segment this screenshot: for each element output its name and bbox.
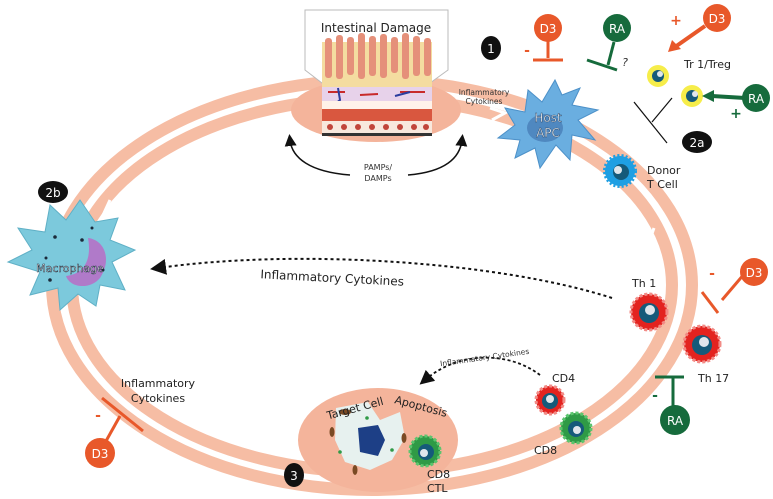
svg-text:+: + bbox=[670, 13, 682, 29]
cd8-ctl-label-1: CD8 bbox=[427, 468, 450, 481]
donor-t-cell-label-2: T Cell bbox=[646, 178, 678, 191]
donor-t-cell bbox=[603, 154, 637, 188]
svg-text:RA: RA bbox=[748, 92, 765, 106]
host-apc-label-1: Host bbox=[534, 111, 562, 125]
svg-text:2b: 2b bbox=[45, 186, 60, 200]
donor-t-cell-label-1: Donor bbox=[647, 164, 681, 177]
step-badge-1: 1 bbox=[481, 36, 501, 60]
cd8-ctl-cell bbox=[408, 434, 442, 468]
pamps-label: PAMPs/ bbox=[364, 163, 393, 172]
svg-text:1: 1 bbox=[487, 42, 495, 56]
step-badge-3: 3 bbox=[284, 463, 304, 487]
macrophage-cell: Macrophage bbox=[6, 199, 137, 312]
svg-text:D3: D3 bbox=[746, 266, 763, 280]
cytokines-to-target-arrow bbox=[419, 356, 541, 385]
inflammatory-cytokines-mid-label: Inflammatory Cytokines bbox=[260, 267, 404, 289]
cytokines-to-macrophage-arrow bbox=[150, 257, 613, 299]
host-apc-cell: Host APC bbox=[496, 78, 600, 170]
th17-label: Th 17 bbox=[697, 372, 729, 385]
inflammatory-cytokines-left-line2: Cytokines bbox=[131, 392, 185, 405]
inflammatory-cytokines-top-line2: Cytokines bbox=[466, 97, 503, 106]
svg-text:+: + bbox=[730, 106, 742, 122]
svg-text:D3: D3 bbox=[540, 22, 557, 36]
treg-cell-2 bbox=[681, 85, 703, 107]
ra-inhibitor-th17: RA - bbox=[652, 375, 690, 435]
intestinal-villi bbox=[325, 33, 431, 79]
svg-text:D3: D3 bbox=[92, 447, 109, 461]
svg-text:3: 3 bbox=[290, 469, 298, 483]
svg-text:-: - bbox=[95, 408, 101, 424]
svg-text:RA: RA bbox=[667, 414, 684, 428]
treg-cell-1 bbox=[647, 65, 669, 87]
svg-text:-: - bbox=[652, 388, 658, 404]
cd8-ctl-label-2: CTL bbox=[427, 482, 448, 495]
inflammatory-cytokines-top-line1: Inflammatory bbox=[459, 88, 510, 97]
th17-cell bbox=[682, 324, 722, 364]
cd8-label: CD8 bbox=[534, 444, 557, 457]
pamps-damps-arrows bbox=[284, 134, 468, 176]
cd4-cell bbox=[534, 384, 566, 416]
damps-label: DAMPs bbox=[364, 174, 391, 183]
svg-text:-: - bbox=[709, 266, 715, 282]
svg-text:D3: D3 bbox=[709, 12, 726, 26]
treg-inhibition-lines bbox=[633, 97, 673, 144]
svg-text:2a: 2a bbox=[690, 136, 705, 150]
d3-inhibitor-apc: D3 - bbox=[524, 14, 563, 62]
d3-inhibitor-macrophage-cytokines: D3 - bbox=[85, 396, 144, 468]
ra-promoter-treg: RA + bbox=[702, 84, 770, 122]
svg-text:RA: RA bbox=[609, 22, 626, 36]
treg-label: Tr 1/Treg bbox=[683, 58, 731, 71]
inflammatory-cytokines-left-line1: Inflammatory bbox=[121, 377, 196, 390]
target-cell-apoptosis bbox=[298, 388, 458, 492]
host-apc-label-2: APC bbox=[536, 126, 560, 140]
ra-inhibitor-apc: RA ? bbox=[586, 14, 631, 72]
th1-label: Th 1 bbox=[631, 277, 656, 290]
svg-text:?: ? bbox=[622, 56, 628, 69]
svg-text:-: - bbox=[524, 43, 530, 59]
macrophage-label: Macrophage bbox=[36, 262, 104, 275]
step-badge-2b: 2b bbox=[38, 181, 68, 203]
intestinal-tissue-block bbox=[291, 33, 461, 142]
intestinal-damage-title: Intestinal Damage bbox=[321, 21, 431, 35]
step-badge-2a: 2a bbox=[682, 131, 712, 153]
cd4-label: CD4 bbox=[552, 372, 575, 385]
d3-inhibitor-th: D3 - bbox=[700, 258, 768, 314]
cd8-cell bbox=[559, 411, 593, 445]
th1-cell bbox=[629, 292, 669, 332]
d3-promoter-treg: D3 + bbox=[668, 4, 731, 52]
inflammatory-cytokines-small-label: Inflammatory Cytokines bbox=[440, 347, 530, 368]
